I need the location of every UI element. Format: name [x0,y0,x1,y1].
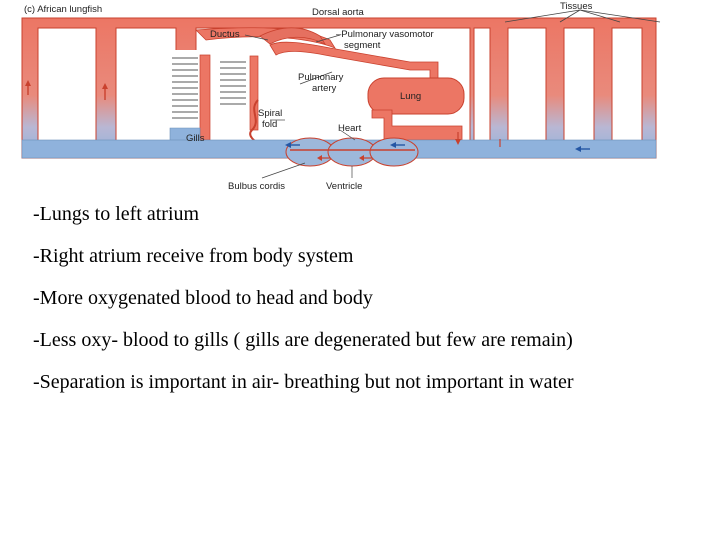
flow-arrows [25,80,590,161]
label-spiral: Spiral [258,108,282,119]
label-ventricle: Ventricle [326,181,362,192]
bullet-item-separation: -Separation is important in air- breathi… [33,371,574,393]
label-ductus: Ductus [210,29,240,40]
bullet-item-oxygenated: -More oxygenated blood to head and body [33,287,373,309]
leader-lines [244,34,356,179]
label-heart: Heart [338,123,362,134]
bullet-list: -Lungs to left atrium -Right atrium rece… [33,203,693,413]
label-pulmonary: Pulmonary [298,72,344,83]
label-dorsal-aorta: Dorsal aorta [312,7,364,18]
bullet-item-lungs: -Lungs to left atrium [33,203,200,225]
tissues-pointers [504,9,661,23]
lung-shape [367,77,465,115]
loop-gaps [37,27,643,151]
bullet-item-right-atrium: -Right atrium receive from body system [33,245,354,267]
label-gills: Gills [186,133,205,144]
label-lung: Lung [400,91,421,102]
heart-chambers [285,137,419,167]
label-artery: artery [312,83,337,94]
label-bulbus-cordis: Bulbus cordis [228,181,285,192]
label-segment: segment [344,40,381,51]
bullet-item-gills: -Less oxy- blood to gills ( gills are de… [33,329,573,351]
label-tissues: Tissues [560,1,593,12]
diagram-title: (c) African lungfish [24,4,102,15]
gill-filaments [172,57,246,119]
label-fold: fold [262,119,277,130]
circulation-diagram: (c) African lungfish Dorsal aorta Tissue… [21,1,661,192]
label-pulmonary-vasomotor: –Pulmonary vasomotor [336,29,434,40]
